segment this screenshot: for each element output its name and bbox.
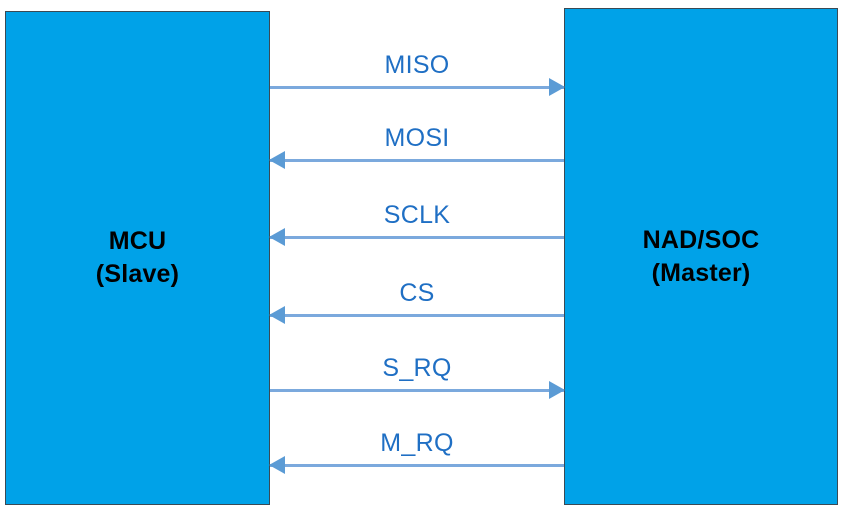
signal-label-mosi: MOSI [384, 124, 450, 152]
arrowhead-left-icon [269, 151, 285, 169]
arrowhead-right-icon [549, 78, 565, 96]
node-nad-soc[interactable]: NAD/SOC (Master) [564, 8, 838, 505]
signal-line-cs [270, 313, 564, 317]
node-mcu-subtitle: (Slave) [95, 260, 180, 288]
signal-line-miso [270, 85, 564, 89]
arrowhead-left-icon [269, 306, 285, 324]
signal-label-m-rq: M_RQ [380, 429, 454, 457]
arrowhead-right-icon [549, 381, 565, 399]
node-mcu-title: MCU [108, 227, 167, 255]
signal-label-sclk: SCLK [383, 201, 451, 229]
signal-line-sclk [270, 235, 564, 239]
arrowhead-left-icon [269, 228, 285, 246]
node-mcu[interactable]: MCU (Slave) [5, 11, 270, 505]
node-nad-soc-subtitle: (Master) [651, 258, 751, 287]
signal-line-s-rq [270, 388, 564, 392]
signal-label-miso: MISO [384, 51, 450, 79]
signal-line-mosi [270, 158, 564, 162]
arrowhead-left-icon [269, 456, 285, 474]
signal-line-m-rq [270, 463, 564, 467]
node-nad-soc-title: NAD/SOC [642, 225, 760, 254]
signal-label-cs: CS [399, 279, 435, 307]
signal-label-s-rq: S_RQ [382, 354, 452, 382]
